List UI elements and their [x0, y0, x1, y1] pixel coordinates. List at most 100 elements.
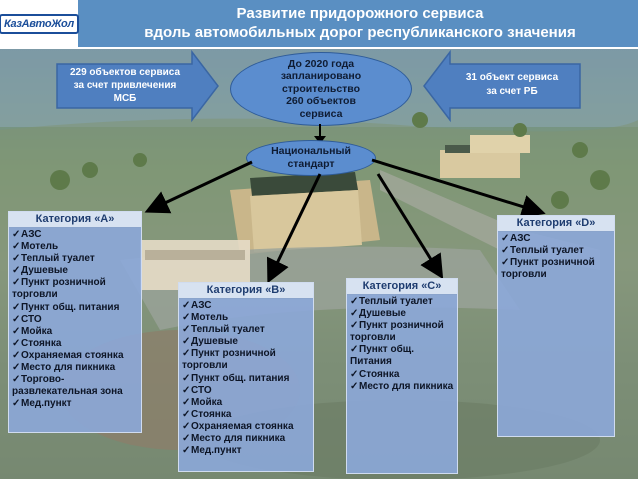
- category-item-label: Мойка: [21, 325, 53, 337]
- category-item-label: СТО: [191, 384, 212, 396]
- checkmark-icon: ✓: [12, 398, 21, 410]
- plan-line-4: 260 объектов: [286, 95, 356, 108]
- plan-line-5: сервиса: [299, 107, 343, 120]
- category-item-label: Пункт розничной торговли: [12, 277, 106, 301]
- checkmark-icon: ✓: [182, 396, 191, 408]
- category-item: ✓Душевые: [12, 265, 141, 277]
- category-item: ✓СТО: [182, 385, 313, 397]
- category-item: ✓Мед.пункт: [182, 445, 313, 457]
- checkmark-icon: ✓: [12, 301, 21, 313]
- category-item-label: Пункт общ. питания: [191, 372, 290, 384]
- checkmark-icon: ✓: [350, 308, 359, 320]
- category-item: ✓Пункт общ. Питания: [350, 344, 457, 368]
- category-item: ✓Охраняемая стоянка: [12, 350, 141, 362]
- checkmark-icon: ✓: [12, 362, 21, 374]
- checkmark-icon: ✓: [12, 265, 21, 277]
- checkmark-icon: ✓: [350, 368, 359, 380]
- plan-line-2: запланировано: [280, 70, 362, 83]
- checkmark-icon: ✓: [350, 380, 359, 392]
- checkmark-icon: ✓: [12, 229, 21, 240]
- category-a-list: ✓АЗС✓Мотель✓Теплый туалет✓Душевые✓Пункт …: [9, 228, 141, 410]
- checkmark-icon: ✓: [182, 324, 191, 336]
- category-item: ✓Место для пикника: [182, 433, 313, 445]
- category-item: ✓Теплый туалет: [350, 296, 457, 308]
- company-logo: КазАвтоЖол: [0, 0, 79, 47]
- category-item-label: Теплый туалет: [510, 245, 584, 257]
- category-b-panel: Категория «В» ✓АЗС✓Мотель✓Теплый туалет✓…: [178, 282, 314, 472]
- logo-text: КазАвтоЖол: [0, 13, 79, 34]
- category-item: ✓СТО: [12, 314, 141, 326]
- category-item: ✓Теплый туалет: [501, 245, 614, 257]
- category-item: ✓Душевые: [182, 336, 313, 348]
- category-item-label: Пункт общ. питания: [21, 301, 120, 313]
- checkmark-icon: ✓: [12, 253, 21, 265]
- category-d-title: Категория «D»: [498, 216, 614, 232]
- category-item-label: АЗС: [21, 229, 42, 240]
- checkmark-icon: ✓: [182, 445, 191, 457]
- category-a-panel: Категория «А» ✓АЗС✓Мотель✓Теплый туалет✓…: [8, 211, 142, 433]
- category-item: ✓Мотель: [182, 312, 313, 324]
- standard-line-2: стандарт: [287, 158, 335, 170]
- category-item-label: Охраняемая стоянка: [191, 420, 294, 432]
- plan-line-3: строительство: [281, 82, 361, 95]
- left-arrow-line-1: 229 объектов сервиса: [69, 67, 181, 78]
- category-item-label: Стоянка: [21, 337, 62, 349]
- checkmark-icon: ✓: [182, 384, 191, 396]
- checkmark-icon: ✓: [182, 420, 191, 432]
- category-item: ✓Место для пикника: [12, 362, 141, 374]
- category-item: ✓Пункт розничной торговли: [350, 320, 457, 344]
- category-item: ✓Теплый туалет: [182, 324, 313, 336]
- category-item: ✓Пункт общ. питания: [12, 302, 141, 314]
- checkmark-icon: ✓: [12, 337, 21, 349]
- category-item: ✓АЗС: [12, 229, 141, 241]
- checkmark-icon: ✓: [12, 241, 21, 253]
- category-item-label: Душевые: [359, 308, 406, 320]
- checkmark-icon: ✓: [182, 348, 191, 360]
- category-item-label: Теплый туалет: [21, 253, 95, 265]
- category-b-list: ✓АЗС✓Мотель✓Теплый туалет✓Душевые✓Пункт …: [179, 299, 313, 457]
- category-item: ✓Мойка: [182, 397, 313, 409]
- category-item-label: Пункт розничной торговли: [501, 257, 595, 281]
- category-item-label: Теплый туалет: [359, 296, 433, 307]
- right-arrow-line-1: 31 объект сервиса: [465, 72, 559, 83]
- category-item-label: Мед.пункт: [21, 398, 72, 410]
- checkmark-icon: ✓: [12, 349, 21, 361]
- category-item: ✓Стоянка: [350, 369, 457, 381]
- category-item-label: Мед.пункт: [191, 445, 242, 457]
- checkmark-icon: ✓: [501, 245, 510, 257]
- checkmark-icon: ✓: [12, 374, 21, 386]
- title-line-2: вдоль автомобильных дорог республиканско…: [144, 24, 576, 41]
- category-item-label: СТО: [21, 313, 42, 325]
- category-c-panel: Категория «С» ✓Теплый туалет✓Душевые✓Пун…: [346, 278, 458, 474]
- plan-line-1: До 2020 года: [287, 57, 355, 70]
- category-item: ✓Мед.пункт: [12, 398, 141, 410]
- category-item-label: Стоянка: [191, 408, 232, 420]
- category-item: ✓Стоянка: [12, 338, 141, 350]
- category-item-label: Стоянка: [359, 368, 400, 380]
- category-item: ✓Мойка: [12, 326, 141, 338]
- checkmark-icon: ✓: [12, 313, 21, 325]
- header-bar: КазАвтоЖол Развитие придорожного сервиса…: [0, 0, 638, 49]
- category-item-label: Душевые: [191, 336, 238, 348]
- category-item-label: Пункт общ. Питания: [350, 344, 414, 368]
- category-item: ✓Охраняемая стоянка: [182, 421, 313, 433]
- checkmark-icon: ✓: [350, 296, 359, 307]
- checkmark-icon: ✓: [182, 433, 191, 445]
- category-item: ✓Пункт общ. питания: [182, 373, 313, 385]
- category-item: ✓Мотель: [12, 241, 141, 253]
- category-item-label: Пункт розничной торговли: [182, 348, 276, 372]
- category-item-label: Торгово-развлекательная зона: [12, 374, 123, 398]
- category-item: ✓Теплый туалет: [12, 253, 141, 265]
- category-d-panel: Категория «D» ✓АЗС✓Теплый туалет✓Пункт р…: [497, 215, 615, 437]
- category-item: ✓Торгово-развлекательная зона: [12, 374, 141, 398]
- category-c-list: ✓Теплый туалет✓Душевые✓Пункт розничной т…: [347, 295, 457, 393]
- right-arrow-line-2: за счет РБ: [486, 86, 538, 97]
- category-item: ✓Пункт розничной торговли: [12, 277, 141, 301]
- category-item-label: Душевые: [21, 265, 68, 277]
- checkmark-icon: ✓: [350, 320, 359, 332]
- category-item-label: Место для пикника: [191, 433, 286, 445]
- category-d-list: ✓АЗС✓Теплый туалет✓Пункт розничной торго…: [498, 232, 614, 281]
- category-b-title: Категория «В»: [179, 283, 313, 299]
- checkmark-icon: ✓: [182, 312, 191, 324]
- left-arrow-text: 229 объектов сервиса за счет привлечения…: [60, 66, 190, 105]
